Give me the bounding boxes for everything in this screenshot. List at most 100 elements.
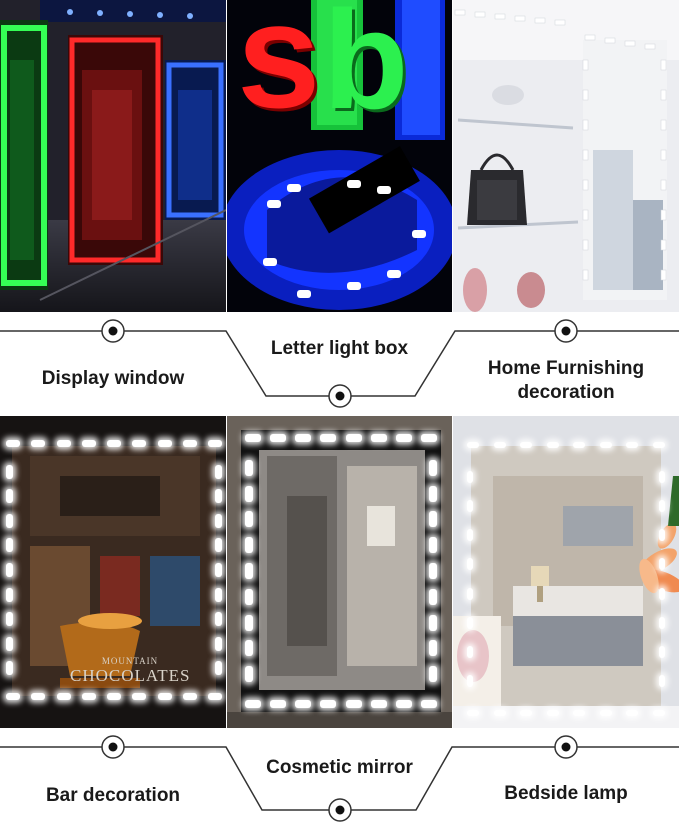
led-module <box>6 563 13 577</box>
led-module <box>573 442 586 448</box>
led-module <box>6 489 13 504</box>
shop-sign-line1: MOUNTAIN <box>101 656 159 666</box>
led-module <box>429 666 437 683</box>
bar-decoration-photo: MOUNTAIN CHOCOLATES <box>0 416 226 728</box>
led-module <box>56 693 71 700</box>
shop-sign-line2: CHOCOLATES <box>70 666 191 685</box>
led-module <box>81 440 96 447</box>
led-module <box>467 558 473 571</box>
led-module <box>659 529 665 542</box>
home-furnishing-illustration <box>453 0 679 312</box>
led-module <box>345 434 362 442</box>
led-module <box>245 434 261 442</box>
cosmetic-mirror-illustration <box>227 416 452 728</box>
caption-display-window: Display window <box>41 368 185 389</box>
led-module <box>6 636 13 651</box>
led-module <box>429 640 437 657</box>
caption-home-furnishing: Home Furnishing decoration <box>487 358 645 403</box>
led-module <box>546 442 559 448</box>
led-module <box>6 612 13 627</box>
led-module <box>245 588 253 605</box>
led-module <box>245 459 253 476</box>
led-module <box>6 661 13 676</box>
led-module <box>659 500 665 513</box>
led-module <box>6 587 13 602</box>
led-module <box>245 485 253 502</box>
led-module <box>157 440 172 447</box>
led-module <box>31 440 46 447</box>
led-module <box>467 529 473 542</box>
display-window-illustration <box>0 0 226 312</box>
led-module <box>520 710 533 716</box>
bar-decoration-illustration <box>0 416 226 728</box>
marker-bedside-lamp <box>554 735 578 759</box>
led-module <box>270 434 287 442</box>
led-module <box>370 700 387 708</box>
led-module <box>182 440 197 447</box>
led-module <box>493 442 506 448</box>
led-module <box>653 442 665 448</box>
led-module <box>295 434 312 442</box>
led-module <box>6 464 13 479</box>
led-module <box>546 710 559 716</box>
led-module <box>395 700 412 708</box>
led-module <box>467 471 473 484</box>
led-module <box>320 700 337 708</box>
sign-letter-b: b <box>323 0 409 138</box>
led-module <box>659 616 665 629</box>
led-module <box>6 440 20 447</box>
led-module <box>245 640 253 657</box>
led-module <box>429 537 437 554</box>
home-furnishing-photo <box>453 0 679 312</box>
letter-light-box-photo: s b <box>227 0 452 312</box>
led-module <box>245 537 253 554</box>
led-module <box>467 500 473 513</box>
led-module <box>370 434 387 442</box>
led-module <box>659 471 665 484</box>
caption-bedside-lamp: Bedside lamp <box>504 783 628 804</box>
led-module <box>345 700 362 708</box>
led-module <box>215 563 222 577</box>
led-module <box>429 563 437 579</box>
led-module <box>520 442 533 448</box>
bedside-lamp-photo <box>453 416 679 728</box>
led-module <box>270 700 287 708</box>
led-module <box>599 710 612 716</box>
led-module <box>132 693 147 700</box>
led-module <box>107 440 121 447</box>
led-module <box>429 511 437 528</box>
shop-sign: MOUNTAIN CHOCOLATES <box>70 656 190 686</box>
led-module <box>56 440 71 447</box>
led-module <box>493 710 506 716</box>
caption-cosmetic-mirror: Cosmetic mirror <box>266 757 413 778</box>
marker-cosmetic-mirror <box>328 798 352 822</box>
led-module <box>467 645 473 658</box>
led-module <box>653 710 665 716</box>
caption-bar-decoration: Bar decoration <box>45 785 181 806</box>
letter-light-box-illustration <box>227 0 452 312</box>
marker-home-furnishing <box>554 319 578 343</box>
led-module <box>659 645 665 658</box>
led-module <box>6 693 20 700</box>
led-module <box>467 442 479 448</box>
marker-bar-decoration <box>101 735 125 759</box>
led-module <box>626 442 639 448</box>
led-module <box>395 434 412 442</box>
led-module <box>467 674 473 687</box>
led-module <box>31 693 46 700</box>
led-module <box>659 587 665 600</box>
led-module <box>245 563 253 579</box>
bedside-lamp-illustration <box>453 416 679 728</box>
led-module <box>245 666 253 683</box>
led-module <box>208 440 222 447</box>
marker-display-window <box>101 319 125 343</box>
led-module <box>295 700 312 708</box>
led-module <box>215 612 222 627</box>
led-module <box>215 587 222 602</box>
led-module <box>215 464 222 479</box>
led-module <box>245 614 253 631</box>
bottom-connector-lines <box>0 735 679 822</box>
led-module <box>215 661 222 676</box>
led-module <box>6 538 13 553</box>
led-module <box>421 434 437 442</box>
